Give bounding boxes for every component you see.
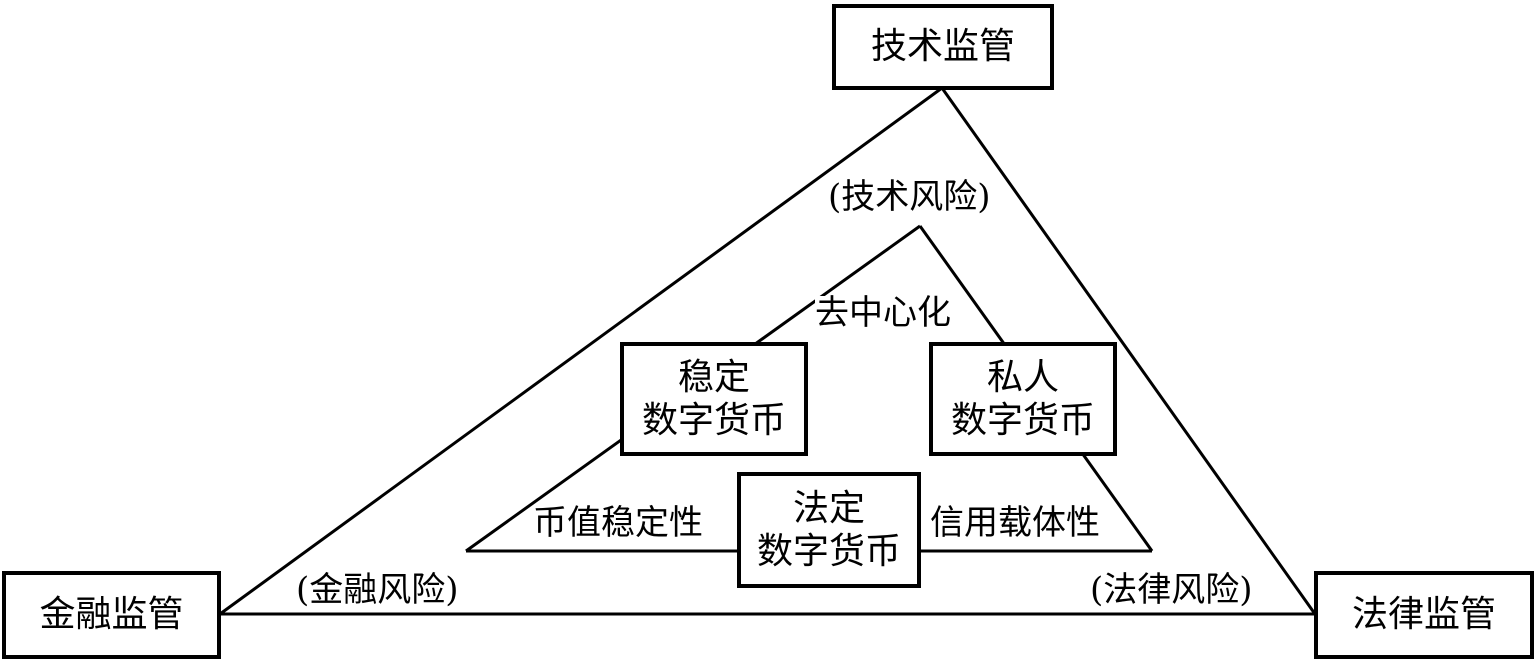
label-legal-risk: (法律风险)	[1090, 570, 1253, 610]
box-tech-regulation: 技术监管	[832, 4, 1054, 90]
label-finance-risk: (金融风险)	[296, 570, 459, 610]
private-coin-line1: 私人	[986, 356, 1059, 398]
box-legal-regulation: 法律监管	[1314, 571, 1534, 659]
legal-regulation-text: 法律监管	[1351, 594, 1496, 636]
stable-coin-line2: 数字货币	[641, 400, 786, 441]
tech-regulation-text: 技术监管	[870, 26, 1015, 68]
box-finance-regulation: 金融监管	[2, 571, 221, 659]
legal-coin-line2: 数字货币	[756, 531, 901, 572]
private-coin-line2: 数字货币	[950, 400, 1095, 441]
label-decentralization: 去中心化	[815, 293, 951, 333]
box-private-coin: 私人 数字货币	[929, 342, 1117, 456]
box-legal-coin: 法定 数字货币	[737, 472, 921, 588]
legal-coin-line1: 法定	[792, 487, 865, 529]
outer-edge-right	[940, 87, 1317, 615]
box-stable-coin: 稳定 数字货币	[620, 342, 808, 456]
label-value-stability: 币值稳定性	[533, 503, 703, 543]
stable-coin-line1: 稳定	[677, 356, 750, 398]
finance-regulation-text: 金融监管	[39, 594, 184, 636]
label-tech-risk: (技术风险)	[828, 177, 991, 217]
outer-edge-left	[219, 86, 943, 616]
label-credit-carrier: 信用载体性	[930, 503, 1100, 543]
